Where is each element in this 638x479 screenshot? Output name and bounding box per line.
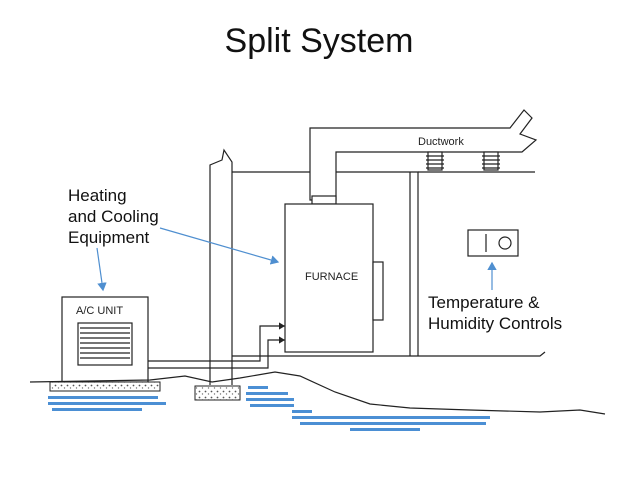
chimney-pipe [209, 148, 233, 385]
furnace-cabinet [284, 203, 374, 353]
controls-label-line2: Humidity Controls [428, 314, 563, 333]
furnace-side-panel [372, 261, 384, 321]
ac-unit-label: A/C UNIT [76, 305, 124, 317]
arrow-to-furnace [159, 227, 280, 265]
thermostat-box [467, 229, 519, 257]
chimney-gravel-pad [194, 385, 241, 401]
arrow-to-ac-unit [96, 247, 107, 292]
equipment-label-line2: and Cooling [68, 207, 159, 226]
ac-unit-grille [77, 322, 133, 366]
ductwork [309, 109, 538, 201]
refrigerant-line-lower [148, 336, 285, 369]
furnace-label: FURNACE [305, 271, 359, 283]
ground-line [29, 371, 606, 415]
controls-label-line1: Temperature & [428, 293, 540, 312]
refrigerant-line-upper [148, 322, 285, 362]
duct-diffuser-right [482, 151, 500, 171]
ground-water-marks [48, 386, 490, 431]
ac-gravel-pad [49, 381, 161, 392]
page-title: Split System [224, 22, 414, 60]
equipment-label-line1: Heating [68, 186, 127, 205]
house-floor [232, 351, 546, 357]
equipment-label-line3: Equipment [68, 228, 150, 247]
duct-diffuser-left [426, 151, 444, 171]
ductwork-label: Ductwork [418, 136, 464, 148]
